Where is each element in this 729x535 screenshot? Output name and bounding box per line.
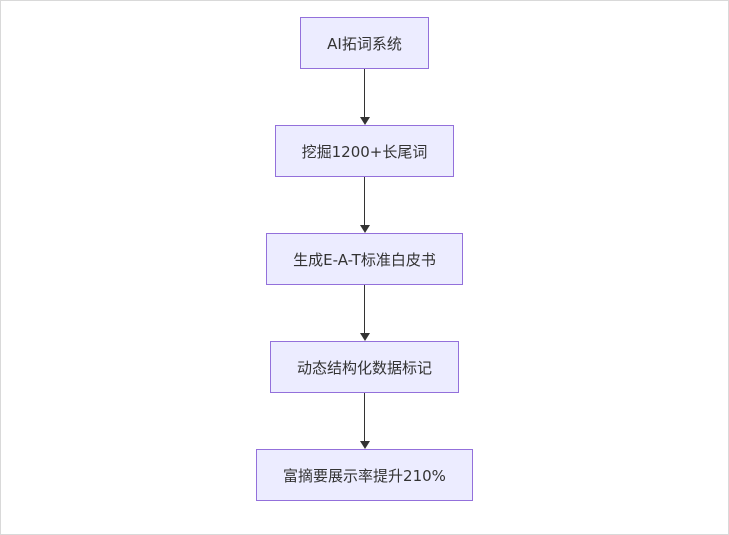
flow-arrow-3 xyxy=(359,285,370,341)
arrow-line xyxy=(363,69,366,118)
arrow-down-icon xyxy=(359,117,370,125)
arrow-down-icon xyxy=(359,441,370,449)
flow-node-rich-snippet-result: 富摘要展示率提升210% xyxy=(256,449,473,501)
flow-node-ai-word-system: AI拓词系统 xyxy=(300,17,429,69)
arrow-down-icon xyxy=(359,333,370,341)
flow-node-longtail-keywords: 挖掘1200+长尾词 xyxy=(274,125,455,177)
flow-node-structured-data: 动态结构化数据标记 xyxy=(269,341,459,393)
flow-arrow-2 xyxy=(359,177,370,233)
arrow-line xyxy=(363,393,366,442)
arrow-line xyxy=(363,285,366,334)
flow-arrow-1 xyxy=(359,69,370,125)
arrow-line xyxy=(363,177,366,226)
flow-node-eat-whitepaper: 生成E-A-T标准白皮书 xyxy=(266,233,463,285)
flow-arrow-4 xyxy=(359,393,370,449)
arrow-down-icon xyxy=(359,225,370,233)
